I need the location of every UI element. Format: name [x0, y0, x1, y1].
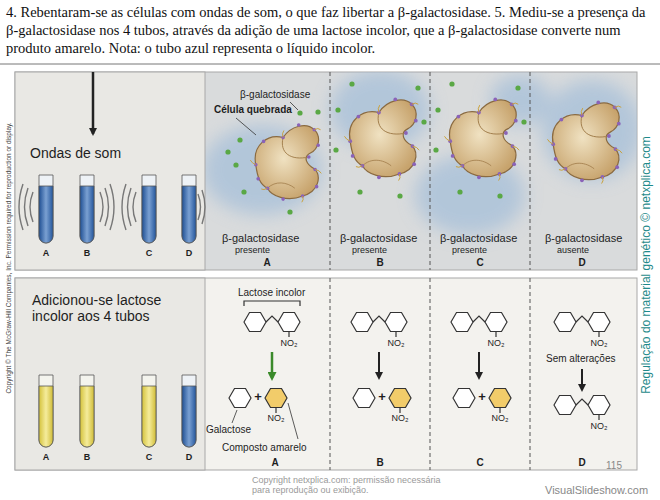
tube-letter: A [43, 452, 50, 462]
cell-panel: β-galactosidaseausenteD [530, 72, 637, 270]
group-label: NO₂ [591, 421, 608, 431]
tube-letter: B [84, 452, 91, 462]
plus-sign: + [254, 390, 262, 405]
step-label: Ondas de som [30, 145, 121, 161]
enzyme-name: β-galactosidase [222, 232, 299, 245]
structure-label: Galactose [206, 424, 251, 436]
reaction-panel: NO₂ + NO₂ C [430, 278, 530, 470]
tube-letter: B [84, 248, 91, 258]
panel-letter: B [376, 257, 383, 269]
group-label: NO₂ [392, 413, 409, 423]
enzyme-status: ausente [557, 245, 589, 255]
structure-label: Composto amarelo [222, 442, 306, 454]
enzyme-status: presente [235, 245, 270, 255]
panel-letter: A [263, 257, 270, 269]
slide-title: 4. Rebentaram-se as células com ondas de… [6, 4, 654, 58]
panel-letter: D [578, 257, 585, 269]
group-label: NO₂ [388, 338, 405, 348]
structure-label: Lactose incolor [238, 287, 305, 299]
group-label: NO₂ [488, 338, 505, 348]
watermark: Copyright netxplica.com: permissão neces… [252, 476, 457, 496]
enzyme-name: β-galactosidase [545, 232, 622, 245]
cell-callout: Célula quebrada [214, 104, 292, 116]
cell-panel: β-galactosidasepresenteB [330, 72, 430, 270]
group-label: NO₂ [492, 413, 509, 423]
panel-letter: B [376, 457, 383, 469]
step-label: Adicionou-se lactose incolor aos 4 tubos [32, 292, 197, 324]
structure-label: Sem alterações [546, 353, 615, 365]
tube-letter: C [146, 452, 153, 462]
tube-letter: D [186, 452, 193, 462]
panel-letter: A [271, 457, 278, 469]
enzyme-name: β-galactosidase [340, 232, 417, 245]
tube-letter: D [186, 248, 193, 258]
group-label: NO₂ [268, 413, 285, 423]
page-number: 115 [606, 460, 622, 472]
enzyme-callout: β-galactosidase [240, 89, 310, 101]
copyright-note: Copyright © The McGraw-Hill Companies, I… [5, 122, 12, 393]
reaction-panel: NO₂ + NO₂ B [330, 278, 430, 470]
site-credit: Regulação do material genético © netxpli… [640, 136, 654, 394]
enzyme-status: presente [452, 245, 487, 255]
watermark: VisualSlideshow.com [545, 484, 648, 497]
cell-panel: β-galactosidaseCélula quebradaβ-galactos… [205, 72, 330, 270]
assay-panel: Adicionou-se lactose incolor aos 4 tubos… [15, 278, 205, 470]
reaction-panel: NO₂Sem alteraçõesNO₂D [530, 278, 637, 470]
panel-letter: C [476, 257, 483, 269]
enzyme-name: β-galactosidase [440, 232, 517, 245]
reaction-panel: Lactose incolorNO₂ + NO₂ GalactoseComposto … [205, 278, 330, 470]
tube-letter: A [43, 248, 50, 258]
enzyme-status: presente [352, 245, 387, 255]
panel-letter: D [578, 457, 585, 469]
group-label: NO₂ [281, 338, 298, 348]
tube-letter: C [146, 248, 153, 258]
plus-sign: + [378, 390, 386, 405]
sonication-panel: Ondas de somA B C D [15, 72, 205, 270]
panel-letter: C [476, 457, 483, 469]
plus-sign: + [478, 390, 486, 405]
group-label: NO₂ [591, 338, 608, 348]
cell-panel: β-galactosidasepresenteC [430, 72, 530, 270]
